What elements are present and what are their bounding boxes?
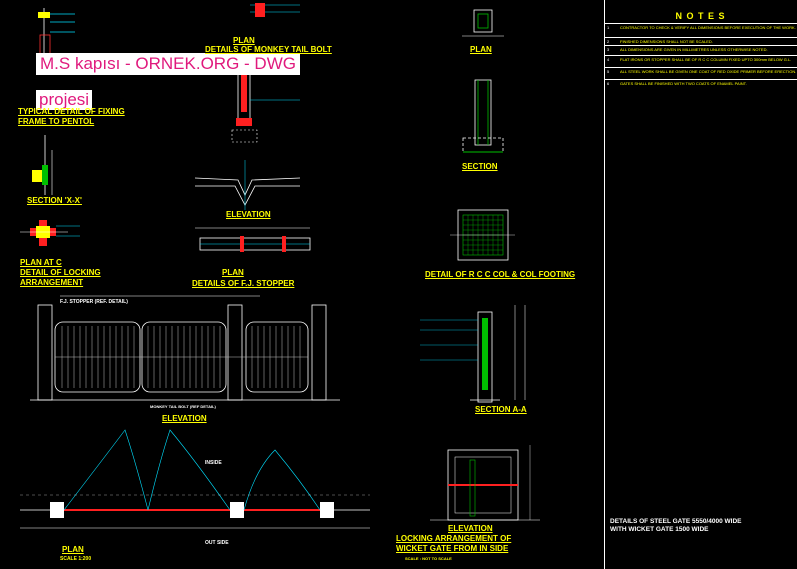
column-section-drawing: [462, 79, 504, 153]
monkey-tail-bolt-drawing: [231, 3, 300, 143]
section-xx-title: SECTION 'X-X': [27, 196, 82, 205]
plan-scale-label: SCALE 1:200: [60, 556, 92, 562]
lock-scale-label: SCALE : NOT TO SCALE: [405, 556, 452, 561]
plan-column-title: PLAN: [470, 45, 492, 54]
fj-stopper-drawing: [195, 227, 311, 252]
plan-gate-title: PLAN: [62, 545, 84, 554]
wicket-lock-drawing: [430, 445, 540, 521]
elevation-bolt-title: ELEVATION: [226, 210, 271, 219]
frame-to-pentol-title: FRAME TO PENTOL: [18, 117, 95, 126]
gate-elevation-drawing: [30, 295, 340, 401]
detail-locking-title: DETAIL OF LOCKING: [20, 268, 101, 277]
note-number: 1: [607, 25, 610, 30]
note-text: FLAT IRONS OR STOPPER SHALL BE OF R C C …: [620, 57, 792, 62]
note-number: 6: [607, 81, 610, 86]
note-number: 4: [607, 57, 610, 62]
note-number: 5: [607, 69, 610, 74]
note-text: GATES SHALL BE FINISHED WITH TWO COATS O…: [620, 81, 747, 86]
column-plan-drawing: [462, 9, 504, 37]
note-text: CONTRACTOR TO CHECK & VERIFY ALL DIMENSI…: [620, 25, 796, 30]
plan-monkey-title: PLAN: [233, 36, 255, 45]
wicket-gate-title: WICKET GATE FROM IN SIDE: [396, 544, 509, 553]
elevation-lock-title: ELEVATION: [448, 524, 493, 533]
fj-stopper-ref-label: F.J. STOPPER (REF. DETAIL): [60, 299, 128, 305]
note-row: 1 CONTRACTOR TO CHECK & VERIFY ALL DIMENS…: [604, 23, 797, 35]
watermark-line-2: projesi: [36, 90, 93, 110]
drawing-title-line-2: WITH WICKET GATE 1500 WIDE: [610, 526, 709, 533]
monkey-tail-bolt-title: DETAILS OF MONKEY TAIL BOLT: [205, 45, 332, 54]
section-aa-drawing: [420, 305, 526, 403]
fj-stopper-title: DETAILS OF F.J. STOPPER: [192, 279, 295, 288]
note-row: 5 ALL STEEL WORK SHALL BE GIVEN ONE COAT …: [604, 67, 797, 79]
bolt-elevation-drawing: [194, 160, 301, 210]
note-number: 2: [607, 39, 610, 44]
drawing-title-line-1: DETAILS OF STEEL GATE 5550/4000 WIDE: [610, 518, 742, 525]
section-aa-title: SECTION A-A: [475, 405, 527, 414]
locking-arrangement-title: LOCKING ARRANGEMENT OF: [396, 534, 512, 543]
elevation-gate-title: ELEVATION: [162, 414, 207, 423]
section-xx-drawing: [32, 135, 53, 195]
note-row: 4 FLAT IRONS OR STOPPER SHALL BE OF R C C…: [604, 55, 797, 67]
plan-fj-title: PLAN: [222, 268, 244, 277]
notes-panel: [604, 0, 797, 569]
note-row: 3 ALL DIMENSIONS ARE GIVEN IN MILLIMETRES…: [604, 45, 797, 57]
typical-fixing-title: TYPICAL DETAIL OF FIXING: [18, 107, 125, 116]
monkey-ref-label: MONKEY TAIL BOLT (REF DETAIL): [150, 404, 216, 409]
notes-heading: N O T E S: [675, 11, 726, 21]
plan-at-c-title: PLAN AT C: [20, 258, 62, 267]
note-text: ALL DIMENSIONS ARE GIVEN IN MILLIMETRES …: [620, 47, 768, 52]
column-footing-drawing: [450, 209, 515, 261]
gate-plan-drawing: [20, 429, 370, 529]
rcc-footing-title: DETAIL OF R C C COL & COL FOOTING: [425, 270, 576, 279]
note-text: ALL STEEL WORK SHALL BE GIVEN ONE COAT O…: [620, 69, 797, 74]
plan-at-c-drawing: [20, 220, 80, 246]
watermark-line-1: M.S kapısı - ORNEK.ORG - DWG: [36, 53, 300, 75]
outside-label: OUT SIDE: [205, 540, 229, 546]
fixing-detail-drawing: [38, 8, 78, 96]
arrangement-title: ARRANGEMENT: [20, 278, 84, 287]
note-row: 6 GATES SHALL BE FINISHED WITH TWO COATS …: [604, 79, 797, 91]
note-number: 3: [607, 47, 610, 52]
section-column-title: SECTION: [462, 162, 498, 171]
inside-label: INSIDE: [205, 460, 222, 466]
note-row: 2 FINISHED DIMENSIONS SHALL NOT BE SCALED…: [604, 37, 797, 49]
note-text: FINISHED DIMENSIONS SHALL NOT BE SCALED.: [620, 39, 713, 44]
drawing-title-block: DETAILS OF STEEL GATE 5550/4000 WIDE WIT…: [610, 518, 741, 534]
